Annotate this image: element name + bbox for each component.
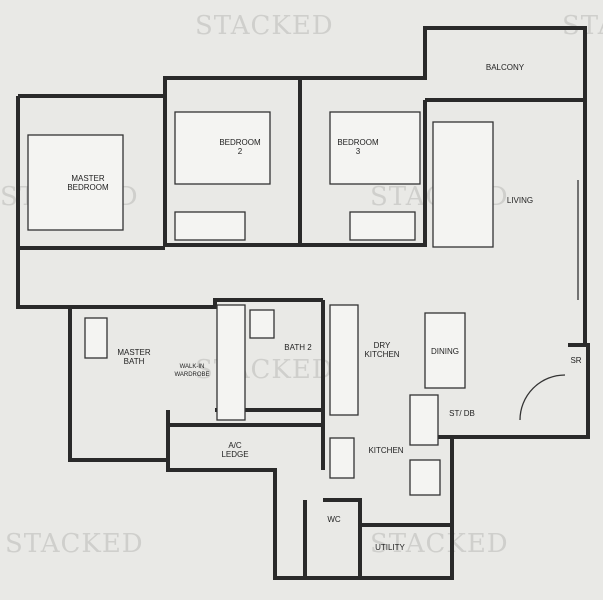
bed-3 <box>329 111 421 185</box>
watermark: STACKED <box>195 11 334 41</box>
label-living: LIVING <box>507 196 533 205</box>
label-dry-kitchen-1: DRY <box>374 341 391 350</box>
label-ac-ledge-2: LEDGE <box>221 450 248 459</box>
label-balcony: BALCONY <box>486 63 525 72</box>
furniture <box>27 111 579 496</box>
bath-2-sink <box>249 309 275 339</box>
label-bedroom-2-1: BEDROOM <box>219 138 261 147</box>
dry-kitchen-counter <box>329 304 359 416</box>
label-walk-in-wardrobe-2: WARDROBE <box>174 372 209 378</box>
label-bedroom-2-2: 2 <box>238 147 243 156</box>
label-ac-ledge-1: A/C <box>228 441 242 450</box>
watermark: STACKED <box>5 529 144 559</box>
main-door-swing <box>519 374 566 421</box>
wardrobe <box>216 304 246 421</box>
label-sr: SR <box>570 356 581 365</box>
watermark: STACKED <box>370 529 509 559</box>
wardrobe-3 <box>349 211 416 241</box>
label-master-bedroom-1: MASTER <box>71 174 105 183</box>
label-master-bedroom-2: BEDROOM <box>67 183 109 192</box>
dining-table <box>424 312 466 389</box>
label-master-bath-1: MASTER <box>117 348 151 357</box>
label-bedroom-3-1: BEDROOM <box>337 138 379 147</box>
stove <box>409 394 439 446</box>
label-wc: WC <box>327 515 341 524</box>
label-dry-kitchen-2: KITCHEN <box>364 350 399 359</box>
label-dining: DINING <box>431 347 459 356</box>
master-bed <box>27 134 124 231</box>
label-kitchen: KITCHEN <box>368 446 403 455</box>
fridge <box>409 459 441 496</box>
label-master-bath-2: BATH <box>124 357 145 366</box>
kitchen-sink <box>329 437 355 479</box>
sofa <box>432 121 494 248</box>
label-st-db: ST/ DB <box>449 409 475 418</box>
watermark: STACKED <box>195 355 334 385</box>
label-walk-in-wardrobe-1: WALK-IN <box>180 364 205 370</box>
walls <box>16 26 590 580</box>
label-bath-2: BATH 2 <box>284 343 312 352</box>
master-bath-vanity <box>84 317 108 359</box>
wardrobe-2 <box>174 211 246 241</box>
label-utility: UTILITY <box>375 543 405 552</box>
label-bedroom-3-2: 3 <box>356 147 361 156</box>
bed-2 <box>174 111 271 185</box>
room-labels: BALCONY MASTER BEDROOM BEDROOM 2 BEDROOM… <box>67 63 581 552</box>
